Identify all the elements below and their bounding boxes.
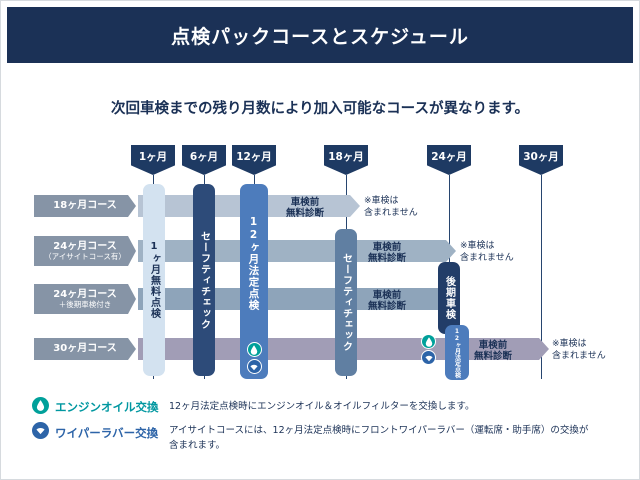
- month-marker-1m: 1ヶ月: [131, 145, 175, 175]
- milestone-column-legal-12m-30mcourse: 12ヶ月法定点検: [445, 325, 469, 380]
- page-title: 点検パックコースとスケジュール: [171, 25, 469, 48]
- legal-12m-icon-group: [240, 342, 268, 374]
- shaken-note-row4: ※車検は 含まれません: [552, 339, 606, 361]
- pre-inspection-label-row1: 車検前 無料診断: [285, 197, 324, 220]
- page-subtitle: 次回車検までの残り月数により加入可能なコースが異なります。: [110, 101, 530, 117]
- wiper-icon: [32, 422, 49, 439]
- course-name: 18ヶ月コース: [53, 200, 117, 212]
- wiper-icon: [421, 350, 436, 365]
- oil-drop-icon: [421, 334, 436, 349]
- oil-drop-icon: [246, 342, 262, 357]
- month-marker-24m: 24ヶ月: [427, 145, 471, 175]
- course-name: 30ヶ月コース: [53, 343, 117, 355]
- course-bar-24m-eyesight: [138, 240, 456, 262]
- milestone-column-safety-check-18m: セーフティチェック: [335, 229, 357, 376]
- month-marker-30m: 30ヶ月: [519, 145, 563, 175]
- milestone-text: 後期車検: [443, 276, 455, 320]
- timeline-line-30m: [541, 175, 542, 379]
- course-label-30m: 30ヶ月コース: [34, 338, 136, 360]
- month-marker-18m: 18ヶ月: [324, 145, 368, 175]
- milestone-column-1month-free: 1ヶ月無料点検: [143, 184, 165, 376]
- course-name: 24ヶ月コース: [53, 240, 117, 252]
- milestone-column-safety-check-6m: セーフティチェック: [193, 184, 215, 376]
- milestone-column-legal-12m: 12ヶ月法定点検: [240, 184, 268, 379]
- shaken-note-row2: ※車検は 含まれません: [460, 241, 514, 263]
- shaken-note-row1: ※車検は 含まれません: [364, 196, 418, 218]
- legend-desc-wiper-rubber: アイサイトコースには、12ヶ月法定点検時にフロントワイパーラバー（運転席・助手席…: [169, 425, 589, 451]
- course-subname: （アイサイトコース有）: [44, 252, 126, 262]
- milestone-text: 1ヶ月無料点検: [148, 241, 160, 319]
- course-label-24m-eyesight: 24ヶ月コース （アイサイトコース有）: [34, 236, 136, 266]
- oil-drop-icon: [32, 397, 49, 414]
- legend-desc-engine-oil: 12ヶ月法定点検時にエンジンオイル＆オイルフィルターを交換します。: [169, 401, 475, 412]
- course-label-18m: 18ヶ月コース: [34, 195, 136, 217]
- milestone-column-late-shaken: 後期車検: [438, 262, 460, 334]
- milestone-text: セーフティチェック: [198, 230, 210, 330]
- course-subname: ＋後期車検付き: [58, 300, 112, 310]
- wiper-icon: [246, 359, 262, 374]
- milestone-text: 12ヶ月法定点検: [453, 327, 461, 378]
- pre-inspection-label-row3: 車検前 無料診断: [367, 290, 406, 313]
- pre-inspection-label-row2: 車検前 無料診断: [367, 242, 406, 265]
- milestone-text: 12ヶ月法定点検: [247, 216, 260, 311]
- pre-inspection-label-row4: 車検前 無料診断: [473, 340, 512, 363]
- course-label-24m-late: 24ヶ月コース ＋後期車検付き: [34, 284, 136, 314]
- legend-label-engine-oil: エンジンオイル交換: [55, 400, 159, 414]
- course-bar-24m-late: [138, 288, 456, 310]
- month-marker-6m: 6ヶ月: [182, 145, 226, 175]
- legend-label-wiper-rubber: ワイパーラバー交換: [55, 426, 159, 440]
- page-header: 点検パックコースとスケジュール: [7, 7, 633, 63]
- month-marker-12m: 12ヶ月: [232, 145, 276, 175]
- milestone-text: セーフティチェック: [340, 253, 352, 352]
- course-name: 24ヶ月コース: [53, 288, 117, 300]
